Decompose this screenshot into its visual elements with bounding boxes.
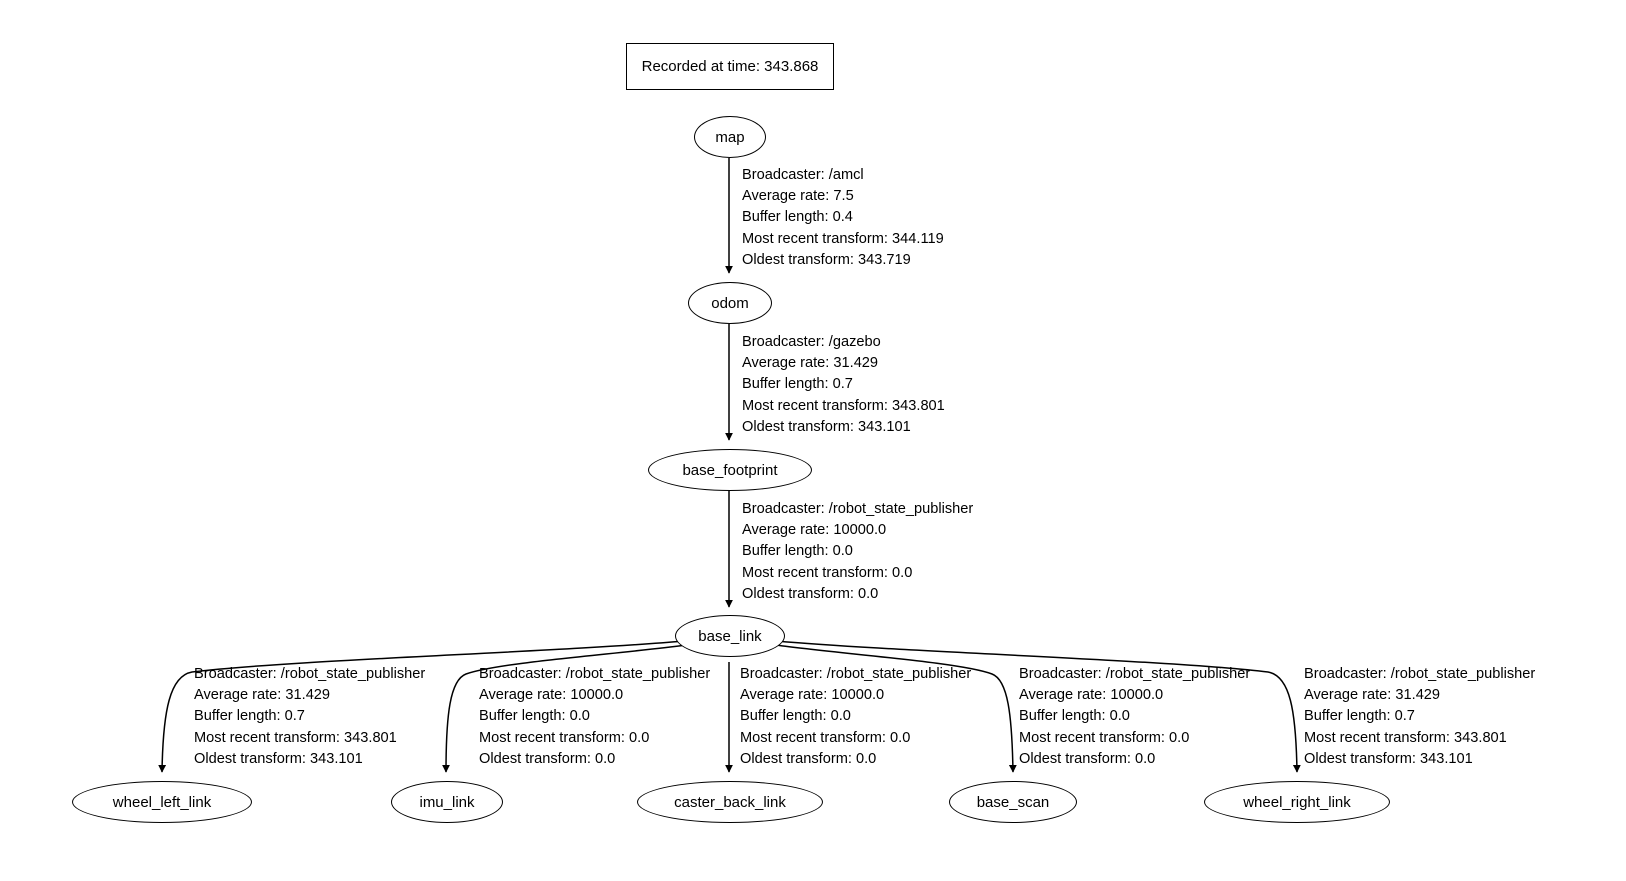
edge-most-recent-transform: Most recent transform: 0.0 (479, 729, 650, 746)
edge-average-rate: Average rate: 31.429 (1304, 687, 1441, 704)
edge-average-rate: Average rate: 31.429 (742, 355, 879, 372)
edge-oldest-transform: Oldest transform: 0.0 (1019, 750, 1156, 767)
edge-broadcaster: Broadcaster: /robot_state_publisher (479, 666, 711, 682)
frame-node-imu_link-label: imu_link (419, 793, 475, 811)
frame-node-map[interactable]: map (694, 116, 766, 158)
frame-node-caster_back_link-label: caster_back_link (674, 793, 786, 811)
edge-oldest-transform: Oldest transform: 0.0 (479, 750, 616, 767)
edge-buffer-length: Buffer length: 0.0 (1019, 708, 1130, 725)
edge-label-base_link-wheel_left_link: Broadcaster: /robot_state_publisher Aver… (194, 664, 425, 770)
edge-average-rate: Average rate: 10000.0 (740, 687, 885, 704)
edge-most-recent-transform: Most recent transform: 343.801 (1304, 729, 1507, 746)
edge-most-recent-transform: Most recent transform: 0.0 (740, 729, 911, 746)
edge-oldest-transform: Oldest transform: 343.101 (1304, 750, 1473, 767)
frame-node-base_link-label: base_link (698, 627, 762, 645)
edge-label-base_link-imu_link: Broadcaster: /robot_state_publisher Aver… (479, 664, 710, 770)
edge-oldest-transform: Oldest transform: 0.0 (742, 585, 879, 602)
edge-average-rate: Average rate: 10000.0 (479, 687, 624, 704)
edge-broadcaster: Broadcaster: /robot_state_publisher (1304, 666, 1536, 682)
edge-label-base_link-wheel_right_link: Broadcaster: /robot_state_publisher Aver… (1304, 664, 1535, 770)
edge-buffer-length: Buffer length: 0.4 (742, 209, 853, 226)
edge-average-rate: Average rate: 10000.0 (1019, 687, 1164, 704)
edge-buffer-length: Buffer length: 0.7 (194, 708, 305, 725)
edge-buffer-length: Buffer length: 0.7 (742, 376, 853, 393)
edge-oldest-transform: Oldest transform: 343.101 (194, 750, 363, 767)
edge-label-base_link-caster_back_link: Broadcaster: /robot_state_publisher Aver… (740, 664, 971, 770)
frame-node-base_footprint-label: base_footprint (682, 461, 778, 479)
edge-average-rate: Average rate: 7.5 (742, 188, 854, 205)
edge-label-map-odom: Broadcaster: /amcl Average rate: 7.5 Buf… (742, 165, 944, 271)
edge-oldest-transform: Oldest transform: 0.0 (740, 750, 877, 767)
frame-node-wheel_left_link-label: wheel_left_link (112, 793, 212, 811)
frame-node-odom[interactable]: odom (688, 282, 772, 324)
edge-broadcaster: Broadcaster: /robot_state_publisher (742, 501, 974, 517)
edge-label-base_link-base_scan: Broadcaster: /robot_state_publisher Aver… (1019, 664, 1250, 770)
recorded-at-time-box: Recorded at time: 343.868 (626, 43, 834, 90)
edge-buffer-length: Buffer length: 0.0 (479, 708, 590, 725)
frame-node-base_footprint[interactable]: base_footprint (648, 449, 812, 491)
edge-broadcaster: Broadcaster: /amcl (742, 167, 864, 183)
frame-node-base_link[interactable]: base_link (675, 615, 785, 657)
frame-node-wheel_left_link[interactable]: wheel_left_link (72, 781, 252, 823)
edge-most-recent-transform: Most recent transform: 344.119 (742, 230, 944, 247)
frame-node-map-label: map (715, 128, 745, 146)
edge-broadcaster: Broadcaster: /robot_state_publisher (1019, 666, 1251, 682)
edge-buffer-length: Buffer length: 0.0 (740, 708, 851, 725)
edge-most-recent-transform: Most recent transform: 0.0 (1019, 729, 1190, 746)
frame-node-imu_link[interactable]: imu_link (391, 781, 503, 823)
recorded-at-time-label: Recorded at time: 343.868 (641, 58, 819, 75)
edge-broadcaster: Broadcaster: /robot_state_publisher (740, 666, 972, 682)
edge-most-recent-transform: Most recent transform: 343.801 (194, 729, 397, 746)
edge-buffer-length: Buffer length: 0.0 (742, 543, 853, 560)
edge-buffer-length: Buffer length: 0.7 (1304, 708, 1415, 725)
edge-label-odom-base_footprint: Broadcaster: /gazebo Average rate: 31.42… (742, 332, 945, 438)
edge-average-rate: Average rate: 10000.0 (742, 522, 887, 539)
frame-node-wheel_right_link-label: wheel_right_link (1243, 793, 1351, 811)
frame-node-wheel_right_link[interactable]: wheel_right_link (1204, 781, 1390, 823)
edge-oldest-transform: Oldest transform: 343.719 (742, 251, 911, 268)
edge-broadcaster: Broadcaster: /robot_state_publisher (194, 666, 426, 682)
edge-most-recent-transform: Most recent transform: 343.801 (742, 397, 945, 414)
edge-broadcaster: Broadcaster: /gazebo (742, 334, 881, 350)
frame-node-base_scan-label: base_scan (976, 793, 1050, 811)
edge-label-base_footprint-base_link: Broadcaster: /robot_state_publisher Aver… (742, 499, 973, 605)
frame-node-base_scan[interactable]: base_scan (949, 781, 1077, 823)
frame-node-odom-label: odom (711, 294, 749, 312)
edge-average-rate: Average rate: 31.429 (194, 687, 331, 704)
edge-most-recent-transform: Most recent transform: 0.0 (742, 564, 913, 581)
edge-oldest-transform: Oldest transform: 343.101 (742, 418, 911, 435)
frame-node-caster_back_link[interactable]: caster_back_link (637, 781, 823, 823)
